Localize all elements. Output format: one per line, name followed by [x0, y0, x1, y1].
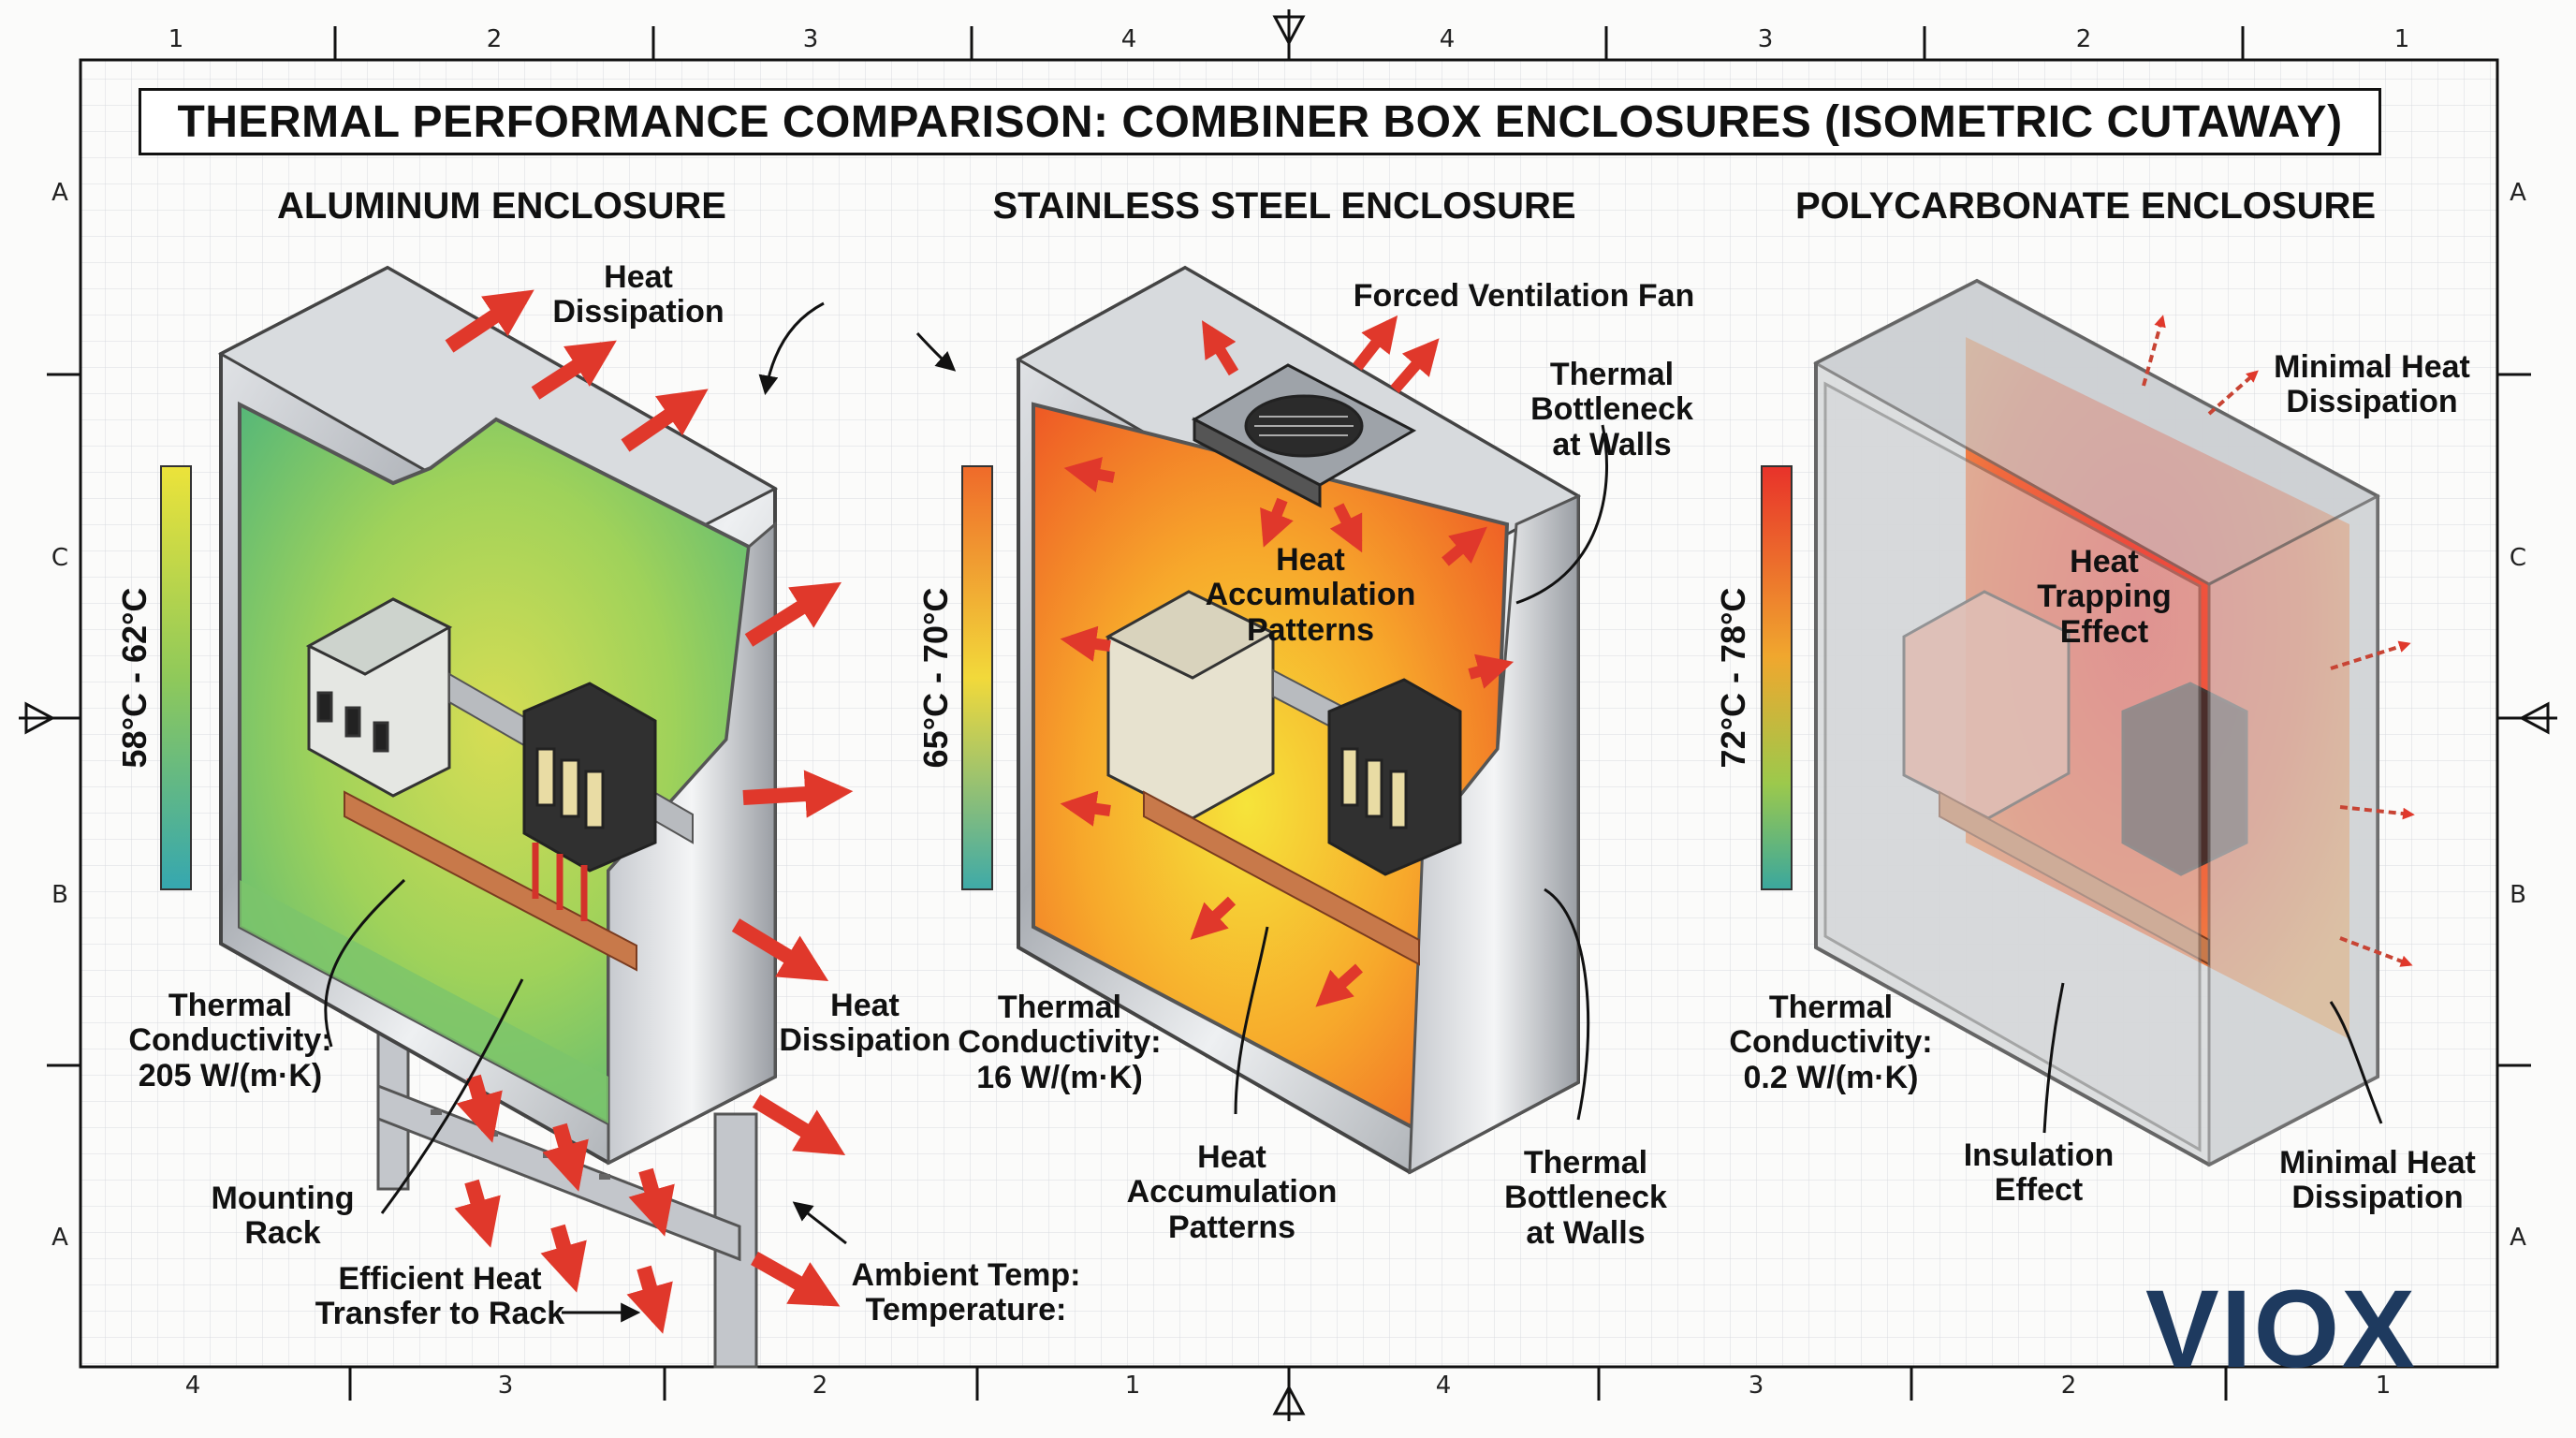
stainless-conductivity-label: Thermal Conductivity: 16 W/(m·K) [958, 990, 1162, 1095]
border-number: 2 [486, 25, 503, 53]
stainless-temp-range: 65°C - 70°C [916, 587, 955, 769]
fuse-holders [522, 682, 657, 873]
polycarbonate-conductivity-label: Thermal Conductivity: 0.2 W/(m·K) [1729, 990, 1933, 1095]
heat-arrows-polycarbonate [2142, 315, 2415, 967]
circuit-breakers [305, 597, 453, 798]
border-number: 3 [1748, 1372, 1764, 1400]
polycarbonate-heading: POLYCARBONATE ENCLOSURE [1794, 185, 2377, 227]
border-letter: A [2510, 1224, 2526, 1252]
border-number: 4 [1435, 1372, 1452, 1400]
polycarbonate-temp-scale [1761, 465, 1793, 890]
border-letter: A [51, 1224, 68, 1252]
border-letter: C [51, 544, 69, 572]
thermal-bottleneck-top-label: Thermal Bottleneck at Walls [1530, 357, 1693, 462]
ambient-temp-bottom-label: Ambient Temp: Temperature: [851, 1257, 1081, 1328]
aluminum-temp-range: 58°C - 62°C [115, 587, 154, 769]
border-letter: B [2510, 881, 2526, 909]
efficient-heat-transfer-label: Efficient Heat Transfer to Rack [315, 1261, 565, 1332]
insulation-effect-label: Insulation Effect [1963, 1137, 2115, 1209]
minimal-heat-dissipation-bottom-label: Minimal Heat Dissipation [2279, 1145, 2476, 1216]
leader-lines [324, 301, 2383, 1323]
minimal-heat-dissipation-top-label: Minimal Heat Dissipation [2274, 349, 2470, 420]
border-number: 1 [2393, 25, 2410, 53]
border-number: 1 [2375, 1372, 2392, 1400]
ventilation-fan [1191, 363, 1417, 508]
aluminum-conductivity-label: Thermal Conductivity: 205 W/(m·K) [128, 988, 332, 1093]
border-number: 2 [812, 1372, 828, 1400]
heat-trapping-effect-label: Heat Trapping Effect [2037, 544, 2172, 650]
heat-arrows-aluminum [445, 289, 854, 1334]
heat-accumulation-bottom-label: Heat Accumulation Patterns [1126, 1139, 1338, 1245]
border-letter: B [51, 881, 68, 909]
stainless-heading: STAINLESS STEEL ENCLOSURE [992, 185, 1576, 227]
forced-ventilation-fan-label: Forced Ventilation Fan [1353, 278, 1695, 314]
border-number: 4 [1120, 25, 1137, 53]
thermal-bottleneck-bottom-label: Thermal Bottleneck at Walls [1504, 1145, 1667, 1251]
border-number: 2 [2060, 1372, 2077, 1400]
border-letter: A [51, 179, 68, 207]
border-number: 3 [497, 1372, 514, 1400]
center-markers [19, 9, 2557, 1421]
page-title: THERMAL PERFORMANCE COMPARISON: COMBINER… [139, 88, 2381, 155]
stainless-temp-scale [961, 465, 993, 890]
border-letter: C [2509, 544, 2527, 572]
border-number: 2 [2075, 25, 2092, 53]
stainless-enclosure-drawing [1015, 265, 1582, 1175]
border-letter: A [2510, 179, 2526, 207]
heat-arrows-stainless [1060, 315, 1515, 1007]
border-ticks [47, 26, 2531, 1401]
border-number: 4 [1439, 25, 1456, 53]
border-number: 4 [184, 1372, 201, 1400]
border-number: 3 [1757, 25, 1774, 53]
aluminum-temp-scale [160, 465, 192, 890]
viox-logo: VIOX [2145, 1268, 2417, 1391]
aluminum-heat-dissipation-side-label: Heat Dissipation [779, 988, 951, 1059]
border-number: 1 [168, 25, 184, 53]
polycarbonate-enclosure-drawing [1812, 278, 2381, 1167]
border-number: 3 [802, 25, 819, 53]
aluminum-heat-dissipation-top-label: Heat Dissipation [552, 259, 724, 330]
heat-accumulation-inner-label: Heat Accumulation Patterns [1205, 542, 1416, 648]
aluminum-heading: ALUMINUM ENCLOSURE [277, 185, 726, 227]
border-number: 1 [1124, 1372, 1141, 1400]
mounting-rack-label: Mounting Rack [211, 1181, 355, 1252]
polycarbonate-temp-range: 72°C - 78°C [1714, 587, 1752, 769]
